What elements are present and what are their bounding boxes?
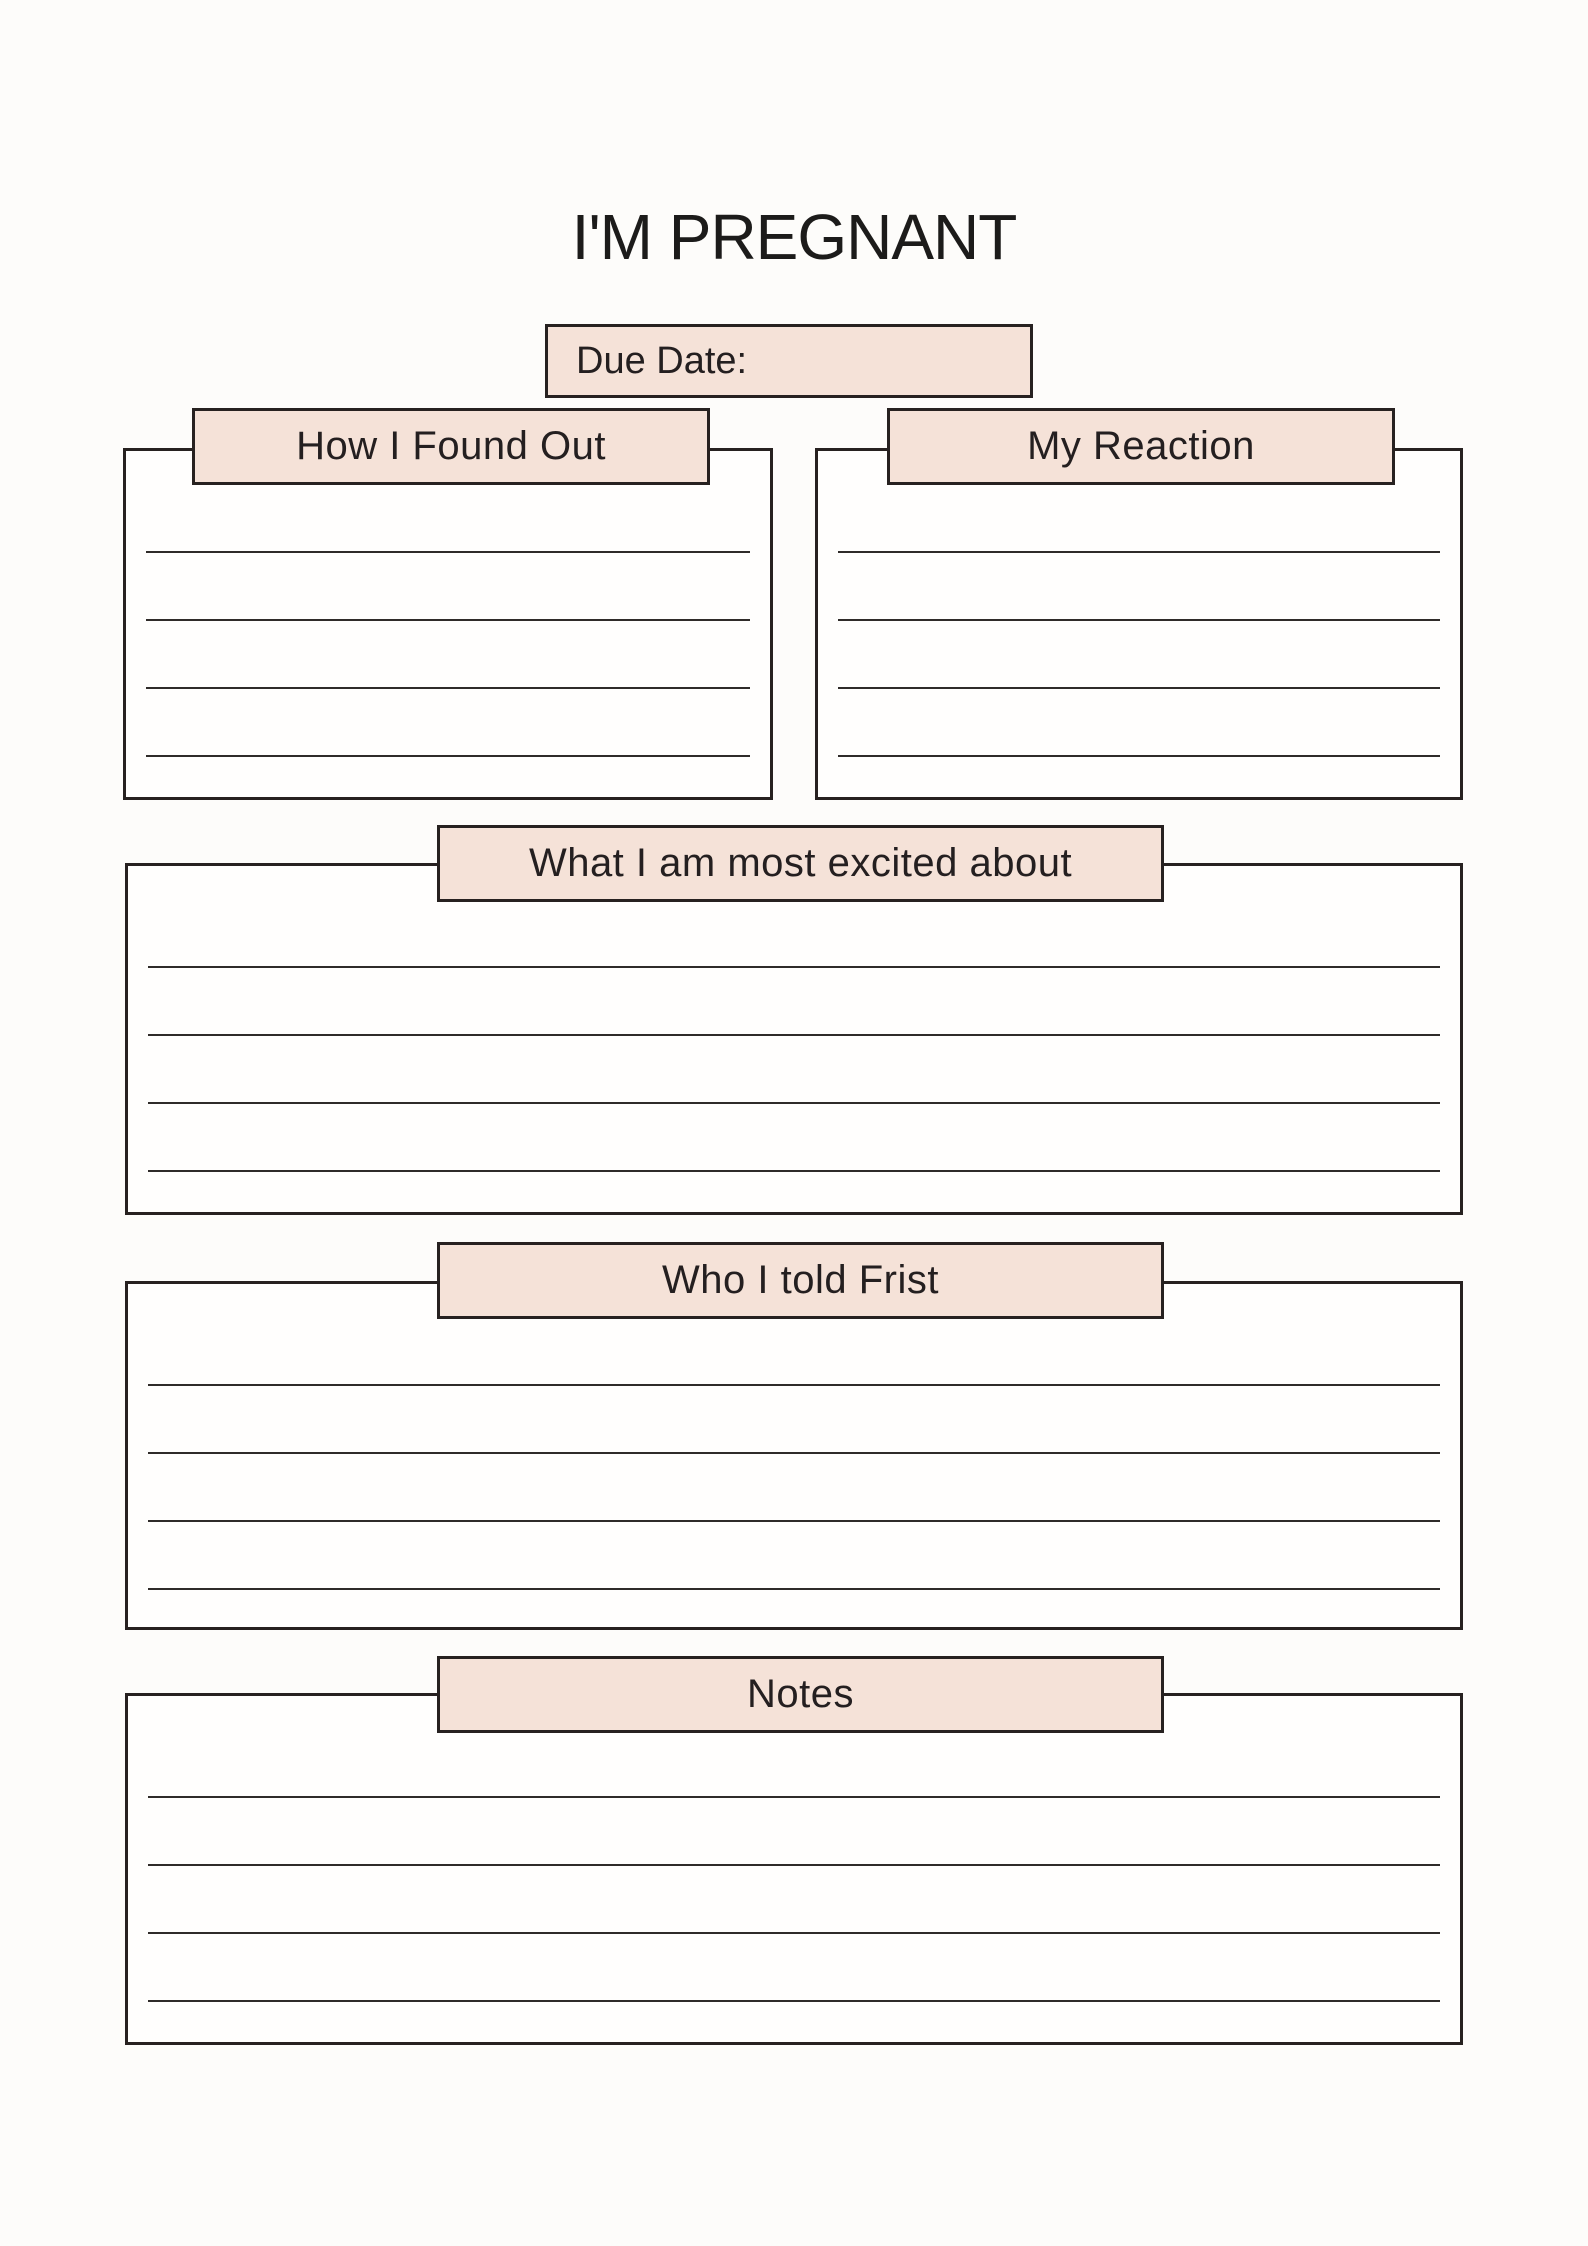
- blank-writing-line: [148, 1864, 1440, 1932]
- section-header-most-excited: What I am most excited about: [437, 825, 1164, 902]
- blank-writing-line: [148, 1796, 1440, 1864]
- blank-writing-line: [148, 1384, 1440, 1452]
- section-header-my-reaction: My Reaction: [887, 408, 1395, 485]
- blank-writing-line: [146, 755, 750, 823]
- writing-lines-area[interactable]: [838, 551, 1440, 797]
- blank-writing-line: [148, 1170, 1440, 1238]
- blank-writing-line: [146, 619, 750, 687]
- section-box-my-reaction[interactable]: [815, 448, 1463, 800]
- blank-writing-line: [148, 1932, 1440, 2000]
- writing-lines-area[interactable]: [146, 551, 750, 797]
- due-date-value-area[interactable]: [759, 327, 1030, 395]
- blank-writing-line: [148, 1102, 1440, 1170]
- section-header-label: How I Found Out: [296, 424, 606, 468]
- section-header-label: Who I told Frist: [662, 1258, 939, 1302]
- blank-writing-line: [148, 1588, 1440, 1656]
- blank-writing-line: [838, 551, 1440, 619]
- writing-lines-area[interactable]: [148, 1796, 1440, 2042]
- due-date-field: Due Date:: [545, 324, 1033, 398]
- section-header-who-i-told-first: Who I told Frist: [437, 1242, 1164, 1319]
- blank-writing-line: [148, 966, 1440, 1034]
- section-box-most-excited[interactable]: [125, 863, 1463, 1215]
- section-header-notes: Notes: [437, 1656, 1164, 1733]
- section-header-label: My Reaction: [1027, 424, 1255, 468]
- section-header-label: What I am most excited about: [528, 841, 1073, 885]
- blank-writing-line: [148, 1452, 1440, 1520]
- blank-writing-line: [148, 1034, 1440, 1102]
- section-box-how-i-found-out[interactable]: [123, 448, 773, 800]
- section-header-how-i-found-out: How I Found Out: [192, 408, 710, 485]
- blank-writing-line: [146, 551, 750, 619]
- blank-writing-line: [838, 619, 1440, 687]
- writing-lines-area[interactable]: [148, 1384, 1440, 1627]
- blank-writing-line: [146, 687, 750, 755]
- section-header-label: Notes: [747, 1672, 854, 1716]
- section-box-notes[interactable]: [125, 1693, 1463, 2045]
- blank-writing-line: [148, 1520, 1440, 1588]
- due-date-label: Due Date:: [576, 339, 748, 382]
- writing-lines-area[interactable]: [148, 966, 1440, 1212]
- blank-writing-line: [838, 687, 1440, 755]
- blank-writing-line: [148, 2000, 1440, 2068]
- blank-writing-line: [838, 755, 1440, 823]
- page-title: I'M PREGNANT: [571, 201, 1018, 273]
- section-box-who-i-told-first[interactable]: [125, 1281, 1463, 1630]
